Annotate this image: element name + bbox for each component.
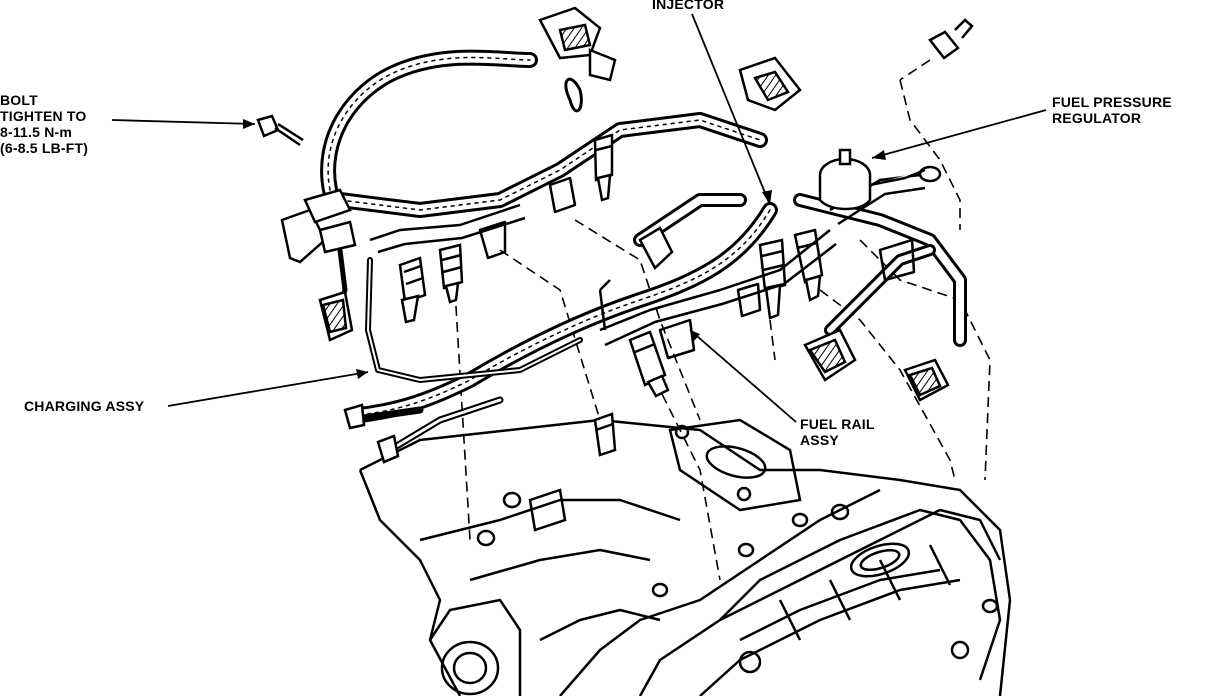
injector-7 bbox=[593, 412, 617, 457]
fuel-pressure-regulator-line2: REGULATOR bbox=[1052, 110, 1142, 126]
bolt-label-line4: (6-8.5 LB-FT) bbox=[0, 140, 89, 156]
fuel-pressure-regulator-label: FUEL PRESSURE REGULATOR bbox=[1052, 94, 1172, 126]
charging-assy-label-text: CHARGING ASSY bbox=[24, 398, 145, 414]
alignment-lines bbox=[454, 59, 991, 581]
harness-connectors bbox=[280, 6, 950, 464]
valve-cover-emblem bbox=[738, 542, 970, 674]
injector-2 bbox=[438, 243, 464, 304]
injector-label: INJECTOR bbox=[652, 0, 724, 12]
fuel-rail-assy-line1: FUEL RAIL bbox=[800, 416, 875, 432]
vacuum-fitting bbox=[928, 18, 974, 60]
fuel-rail-assy-label: FUEL RAIL ASSY bbox=[800, 416, 875, 448]
fuel-rail-assy-line2: ASSY bbox=[800, 432, 839, 448]
intake-ports bbox=[428, 488, 999, 696]
injector-4 bbox=[758, 238, 787, 320]
bolt-part bbox=[256, 114, 304, 147]
wiring-harness bbox=[320, 49, 967, 454]
injector-1 bbox=[398, 256, 427, 324]
fuel-rail-gasket bbox=[668, 418, 802, 512]
injector-6 bbox=[628, 330, 670, 398]
bolt-label-line1: BOLT bbox=[0, 92, 38, 108]
bolt-label: BOLT TIGHTEN TO 8-11.5 N-m (6-8.5 LB-FT) bbox=[0, 92, 88, 156]
leader-arrowheads bbox=[243, 119, 886, 379]
fuel-pressure-regulator-part bbox=[818, 148, 942, 211]
leader-lines bbox=[111, 13, 1047, 423]
charging-assy-label: CHARGING ASSY bbox=[24, 398, 144, 414]
bolt-label-line2: TIGHTEN TO bbox=[0, 108, 87, 124]
bolt-label-line3: 8-11.5 N-m bbox=[0, 124, 73, 140]
fuel-pressure-regulator-line1: FUEL PRESSURE bbox=[1052, 94, 1172, 110]
injector-label-text: INJECTOR bbox=[652, 0, 725, 12]
injector-3 bbox=[593, 133, 614, 202]
engine-block bbox=[358, 418, 1012, 696]
